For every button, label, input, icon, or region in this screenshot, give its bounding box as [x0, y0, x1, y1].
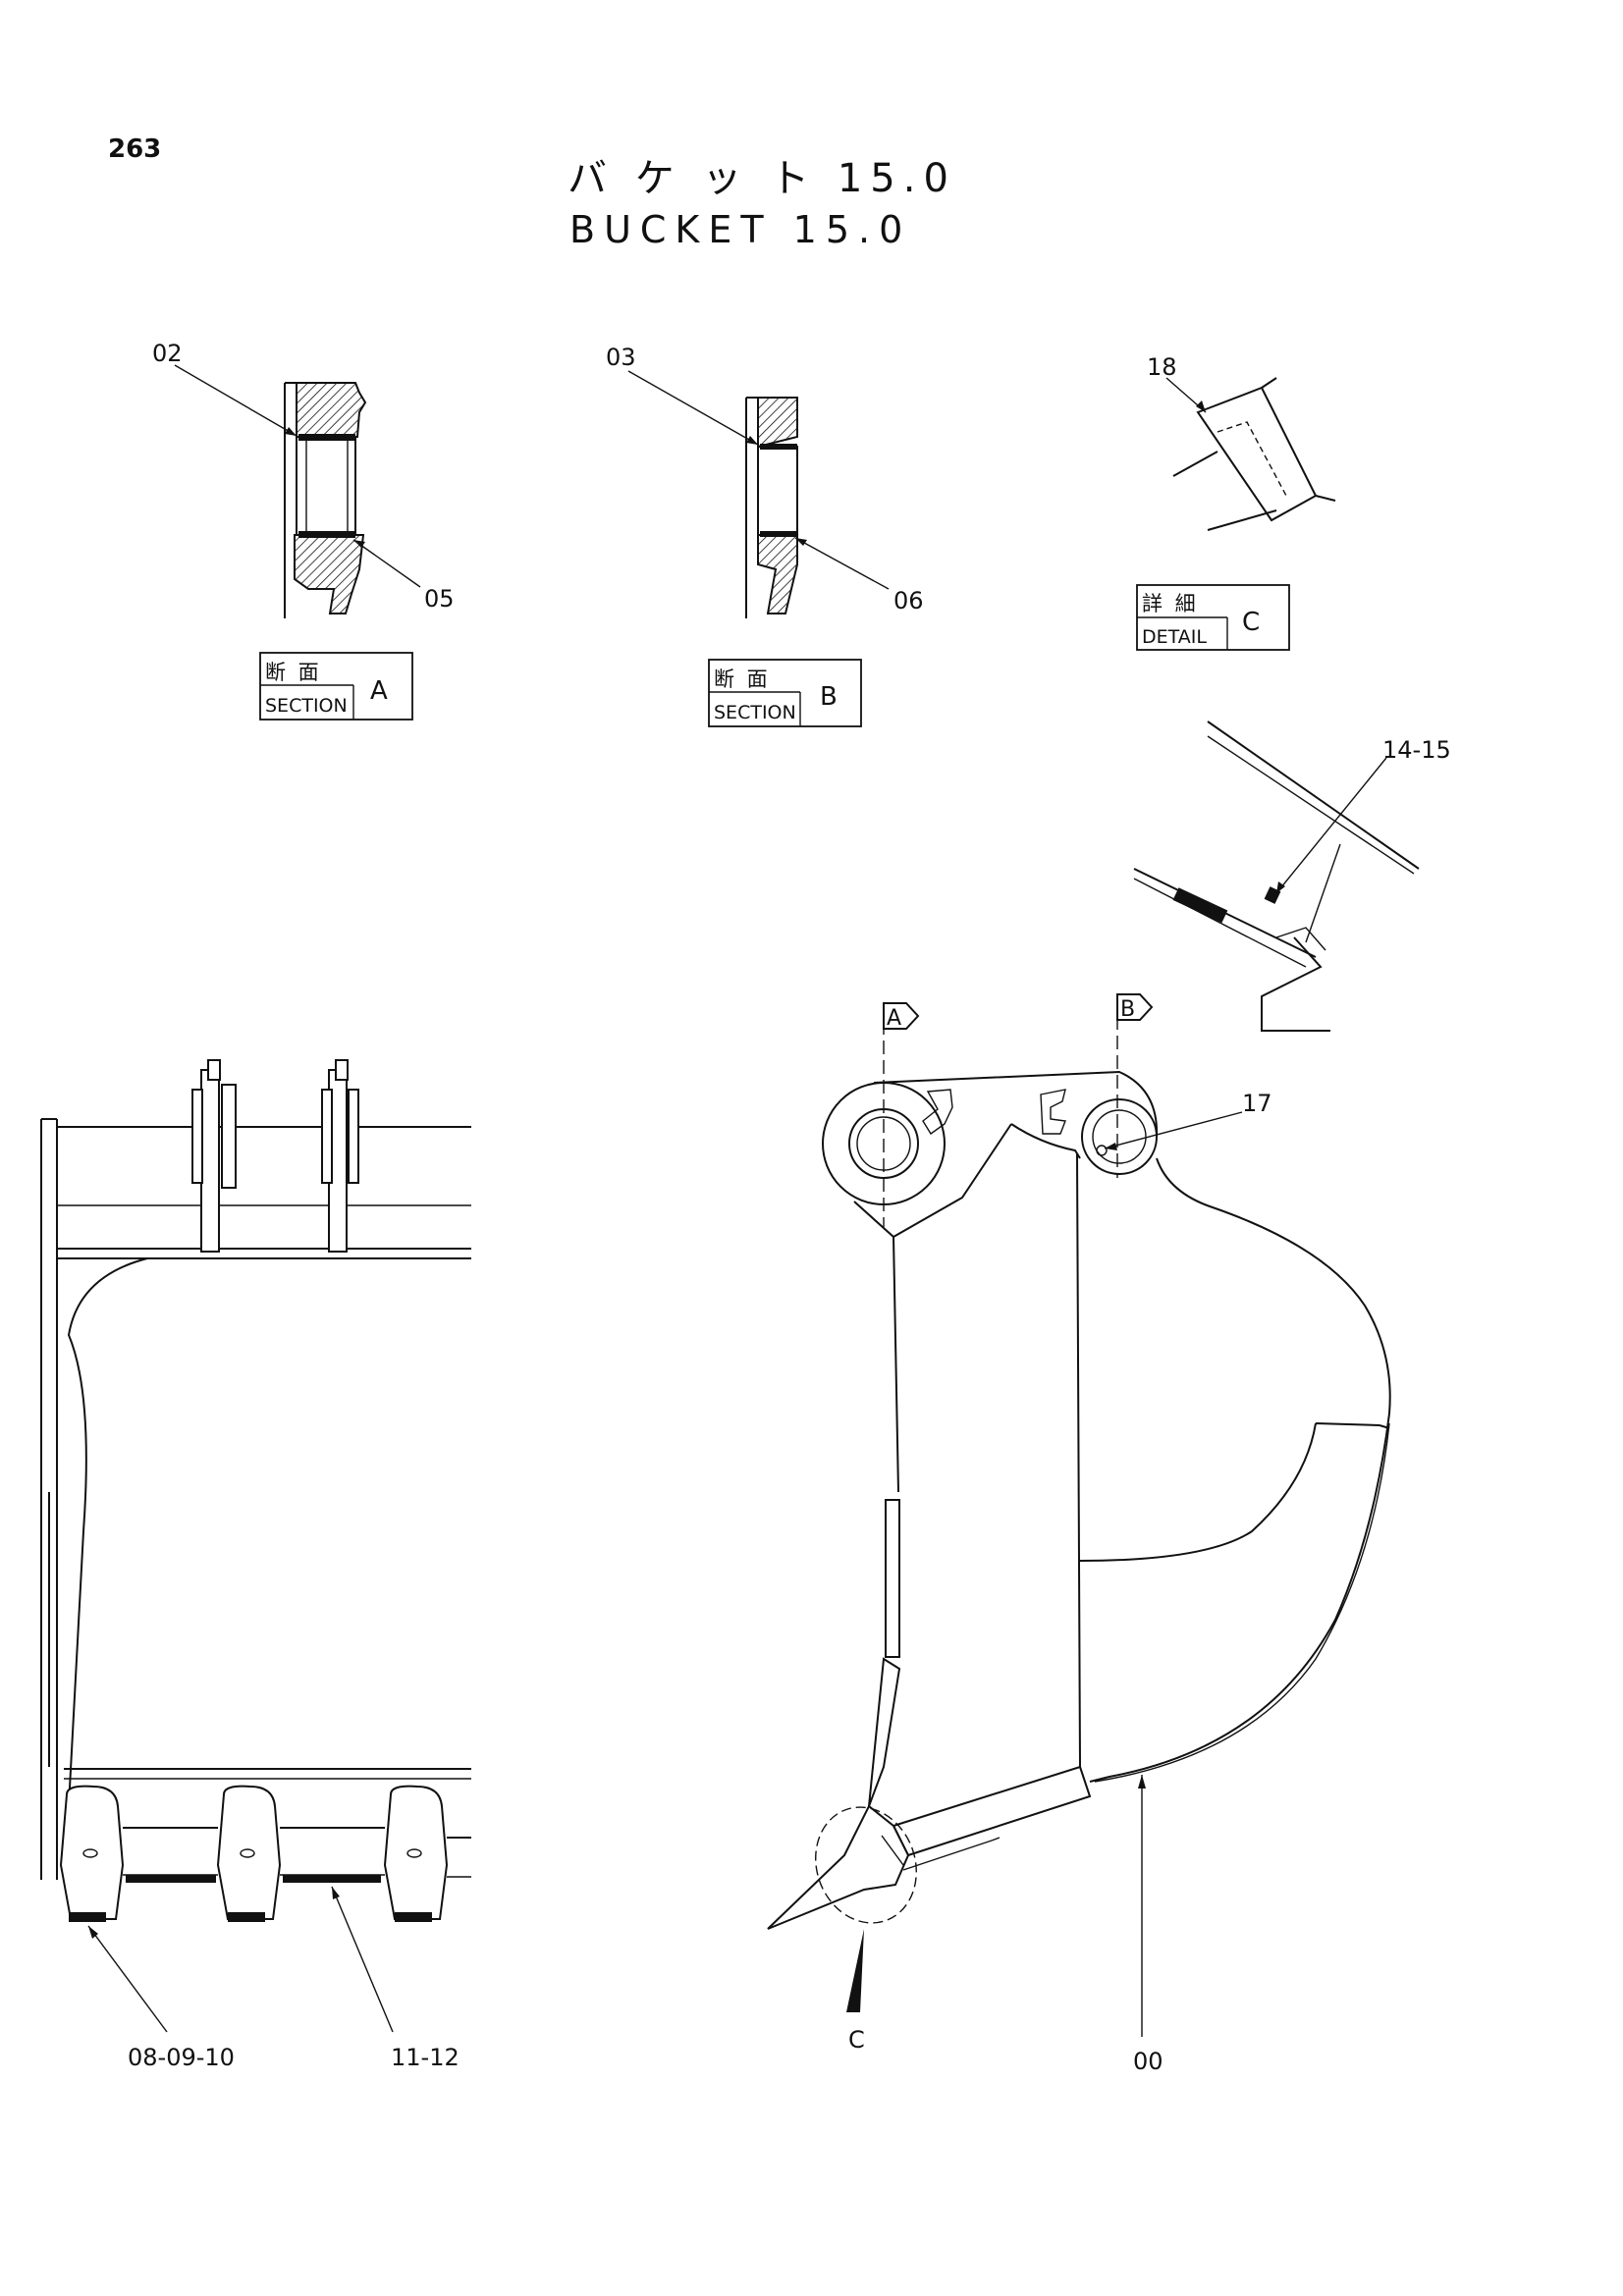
detail-c-label: 詳 細 DETAIL C [1136, 584, 1290, 651]
detail-c-label-en: DETAIL [1142, 626, 1207, 648]
detail-c-drawing [1172, 377, 1336, 531]
section-marker-c-letter: C [848, 2026, 865, 2054]
section-a-drawing [284, 382, 367, 618]
section-a-label: 断 面 SECTION A [259, 652, 413, 721]
section-marker-a-letter: A [887, 1006, 901, 1031]
callout-11-12: 11-12 [331, 1886, 460, 2071]
callout-08-09-10-label: 08-09-10 [128, 2044, 235, 2071]
page-number: 263 [108, 134, 161, 164]
callout-14-15: 14-15 [1275, 736, 1451, 943]
callout-18: 18 [1147, 353, 1207, 413]
callout-11-12-label: 11-12 [391, 2044, 460, 2071]
section-a-letter: A [370, 676, 388, 706]
title-english: BUCKET 15.0 [569, 208, 911, 251]
callout-17-label: 17 [1242, 1090, 1272, 1117]
section-b-label-jp: 断 面 [714, 667, 771, 691]
callout-17: 17 [1096, 1090, 1272, 1156]
section-a-label-jp: 断 面 [265, 661, 322, 684]
callout-03-label: 03 [606, 344, 636, 371]
section-b-drawing [745, 397, 798, 618]
section-b-label-en: SECTION [714, 702, 796, 723]
callout-02-label: 02 [152, 340, 183, 367]
section-marker-b: B [1116, 993, 1154, 1022]
callout-06: 06 [794, 537, 924, 614]
callout-06-label: 06 [893, 587, 924, 614]
callout-00: 00 [1133, 1775, 1163, 2075]
callout-00-label: 00 [1133, 2048, 1163, 2075]
section-b-letter: B [820, 682, 838, 712]
callout-08-09-10: 08-09-10 [87, 1925, 235, 2071]
section-b-label: 断 面 SECTION B [708, 659, 862, 727]
callout-14-15-label: 14-15 [1382, 736, 1451, 764]
bucket-front-view [40, 1059, 471, 1922]
callout-02: 02 [152, 340, 298, 437]
bucket-side-view [767, 1016, 1391, 2012]
section-marker-a: A [883, 1002, 920, 1031]
callout-18-label: 18 [1147, 353, 1177, 381]
detail-c-letter: C [1242, 608, 1260, 637]
section-marker-b-letter: B [1120, 997, 1135, 1022]
detail-c-label-jp: 詳 細 [1142, 592, 1199, 615]
section-a-label-en: SECTION [265, 695, 348, 717]
title-japanese: バ ケ ッ ト 15.0 [568, 156, 956, 201]
callout-05: 05 [352, 539, 455, 613]
bolt-detail-drawing [1133, 721, 1420, 1032]
callout-05-label: 05 [424, 585, 455, 613]
callout-03: 03 [606, 344, 759, 446]
